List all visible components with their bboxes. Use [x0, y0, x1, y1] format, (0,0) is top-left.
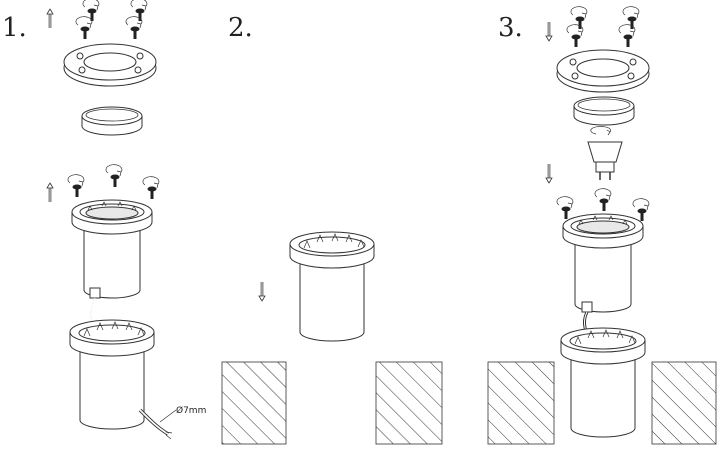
arrow-down-icon: [257, 280, 267, 303]
screw-icon: [594, 188, 612, 212]
arrow-down-icon: [544, 20, 554, 43]
step-number-2: 2.: [228, 13, 253, 43]
cable-gland: [581, 301, 593, 313]
screw-icon: [75, 16, 93, 40]
ground-housing: [289, 231, 375, 342]
step-3-group: [487, 6, 717, 445]
lamp-fixture: [71, 199, 153, 299]
cover-ring: [556, 49, 650, 93]
step-2-group: [221, 231, 443, 445]
ground-right: [375, 361, 443, 445]
step-number-1: 1.: [2, 13, 27, 43]
ground-left: [487, 361, 555, 445]
glass-disc: [81, 106, 143, 136]
ground-right: [651, 361, 717, 445]
lamp-fixture: [562, 213, 644, 313]
arrow-up-icon: [45, 7, 55, 30]
screw-icon: [67, 174, 85, 198]
ground-housing: [560, 327, 646, 438]
dimension-leader: [159, 409, 177, 423]
step-number-3: 3.: [498, 13, 523, 43]
screw-icon: [142, 176, 160, 200]
screw-icon: [632, 198, 650, 222]
cover-ring: [63, 43, 157, 87]
arrow-up-icon: [45, 181, 55, 204]
glass-disc: [573, 96, 635, 126]
gu10-bulb: [587, 126, 623, 180]
arrow-down-icon: [544, 162, 554, 185]
screw-icon: [556, 196, 574, 220]
cable-gland: [89, 287, 101, 299]
cable-diameter-label: Ø7mm: [176, 405, 206, 416]
screw-icon: [82, 0, 100, 22]
step-1-group: Ø7mm: [45, 0, 206, 440]
ground-left: [221, 361, 287, 445]
screw-icon: [105, 164, 123, 188]
